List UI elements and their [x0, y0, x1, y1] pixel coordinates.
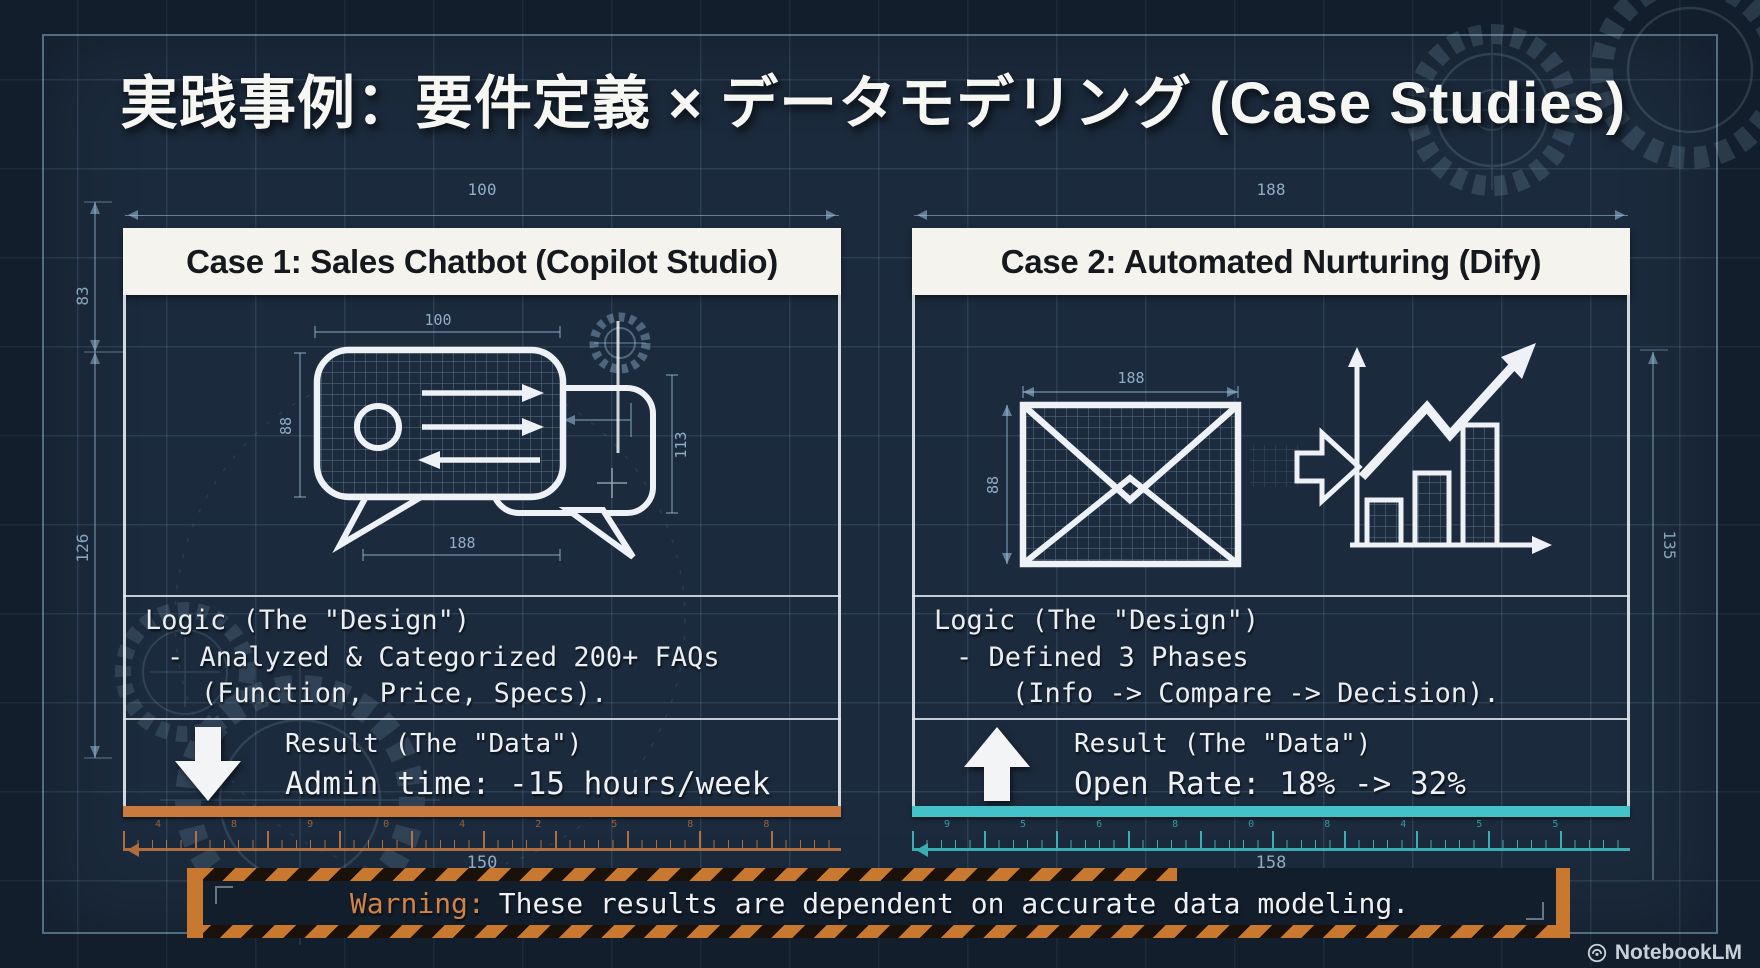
- illustration-dimensions: [294, 326, 678, 561]
- svg-text:88: 88: [984, 476, 1002, 494]
- result-title: Result (The "Data"): [1074, 729, 1372, 759]
- hazard-stripe: [203, 925, 1556, 938]
- svg-text:88: 88: [277, 417, 295, 435]
- message-arrows-icon: [418, 384, 544, 469]
- right-arrow-icon: [1294, 427, 1363, 507]
- result-value: Open Rate: 18% -> 32%: [1074, 766, 1466, 802]
- svg-text:188: 188: [448, 534, 475, 552]
- growth-chart-icon: [1348, 343, 1552, 554]
- illustration-dimension-labels: 100 88 188 113: [277, 311, 690, 552]
- svg-text:100: 100: [424, 311, 451, 329]
- svg-text:135: 135: [1660, 531, 1679, 560]
- case2-header: Case 2: Automated Nurturing (Dify): [912, 228, 1630, 295]
- logic-title: Logic (The "Design"): [145, 605, 471, 636]
- case1-panel: 100 Case 1: Sales Chatbot (Copilot Studi…: [123, 180, 841, 878]
- logic-line: (Function, Price, Specs).: [201, 678, 608, 709]
- trend-arrowhead: [1501, 343, 1536, 379]
- warning-label: Warning:: [349, 886, 485, 920]
- dimension-label: 100: [467, 180, 497, 199]
- warning-banner: Warning: These results are dependent on …: [187, 868, 1570, 938]
- speed-lines: [1250, 445, 1300, 487]
- chatbot-blueprint-illustration: 100 88 188 113: [123, 295, 841, 595]
- ruler: 4 8 9 0 4 2 5 8 8 150: [123, 819, 841, 876]
- svg-text:113: 113: [672, 431, 690, 458]
- case2-header-label: Case 2: Automated Nurturing (Dify): [1000, 242, 1542, 280]
- case1-header: Case 1: Sales Chatbot (Copilot Studio): [123, 228, 841, 295]
- illustration-dimensions: [1002, 386, 1239, 564]
- bubble-circle: [354, 403, 402, 451]
- margin-dimension-right: 135: [1640, 349, 1679, 880]
- dimension-label: 188: [1256, 180, 1286, 199]
- trend-line: [1358, 363, 1516, 481]
- page-title: 実践事例：要件定義 × データモデリング (Case Studies): [120, 71, 1627, 136]
- logic-line: (Info -> Compare -> Decision).: [1012, 678, 1500, 709]
- ruler: 9 5 6 8 0 8 4 5 5 158: [912, 819, 1630, 876]
- accent-bar: [123, 806, 841, 817]
- result-title: Result (The "Data"): [285, 729, 583, 759]
- dimension-line: 100: [123, 180, 841, 226]
- up-arrow-icon: [964, 727, 1030, 801]
- watermark-label: NotebookLM: [1614, 941, 1742, 964]
- svg-text:188: 188: [1117, 369, 1144, 387]
- notebooklm-logo-icon: [1586, 942, 1608, 964]
- ruler-ticks: [123, 822, 841, 857]
- chat-bubble-main: [313, 346, 567, 554]
- case2-result-section: Result (The "Data") Open Rate: 18% -> 32…: [912, 718, 1630, 808]
- illustration-dimension-labels: 188 88: [984, 369, 1145, 494]
- email-chart-blueprint-illustration: 188 88: [912, 295, 1630, 595]
- logic-title: Logic (The "Design"): [934, 605, 1260, 636]
- down-arrow-icon: [175, 727, 241, 801]
- warning-text: These results are dependent on accurate …: [498, 886, 1410, 920]
- dimension-line: 188: [912, 180, 1630, 226]
- logic-line: - Defined 3 Phases: [956, 642, 1249, 673]
- svg-text:126: 126: [73, 534, 92, 563]
- envelope-icon: [1019, 401, 1242, 568]
- case1-result-section: Result (The "Data") Admin time: -15 hour…: [123, 718, 841, 808]
- case1-logic-section: Logic (The "Design") - Analyzed & Catego…: [123, 595, 841, 720]
- margin-dimension-left: 83 126: [73, 201, 123, 759]
- accent-bar: [912, 806, 1630, 817]
- case2-logic-section: Logic (The "Design") - Defined 3 Phases …: [912, 595, 1630, 720]
- case1-header-label: Case 1: Sales Chatbot (Copilot Studio): [186, 242, 778, 280]
- case2-panel: 188 Case 2: Automated Nurturing (Dify): [912, 180, 1630, 878]
- svg-text:83: 83: [73, 286, 92, 305]
- ruler-ticks: [912, 822, 1630, 857]
- notebooklm-watermark: NotebookLM: [1586, 941, 1742, 965]
- gear-icon: [589, 312, 651, 374]
- result-value: Admin time: -15 hours/week: [285, 766, 771, 802]
- hazard-stripe: [203, 868, 1178, 881]
- logic-line: - Analyzed & Categorized 200+ FAQs: [167, 642, 720, 673]
